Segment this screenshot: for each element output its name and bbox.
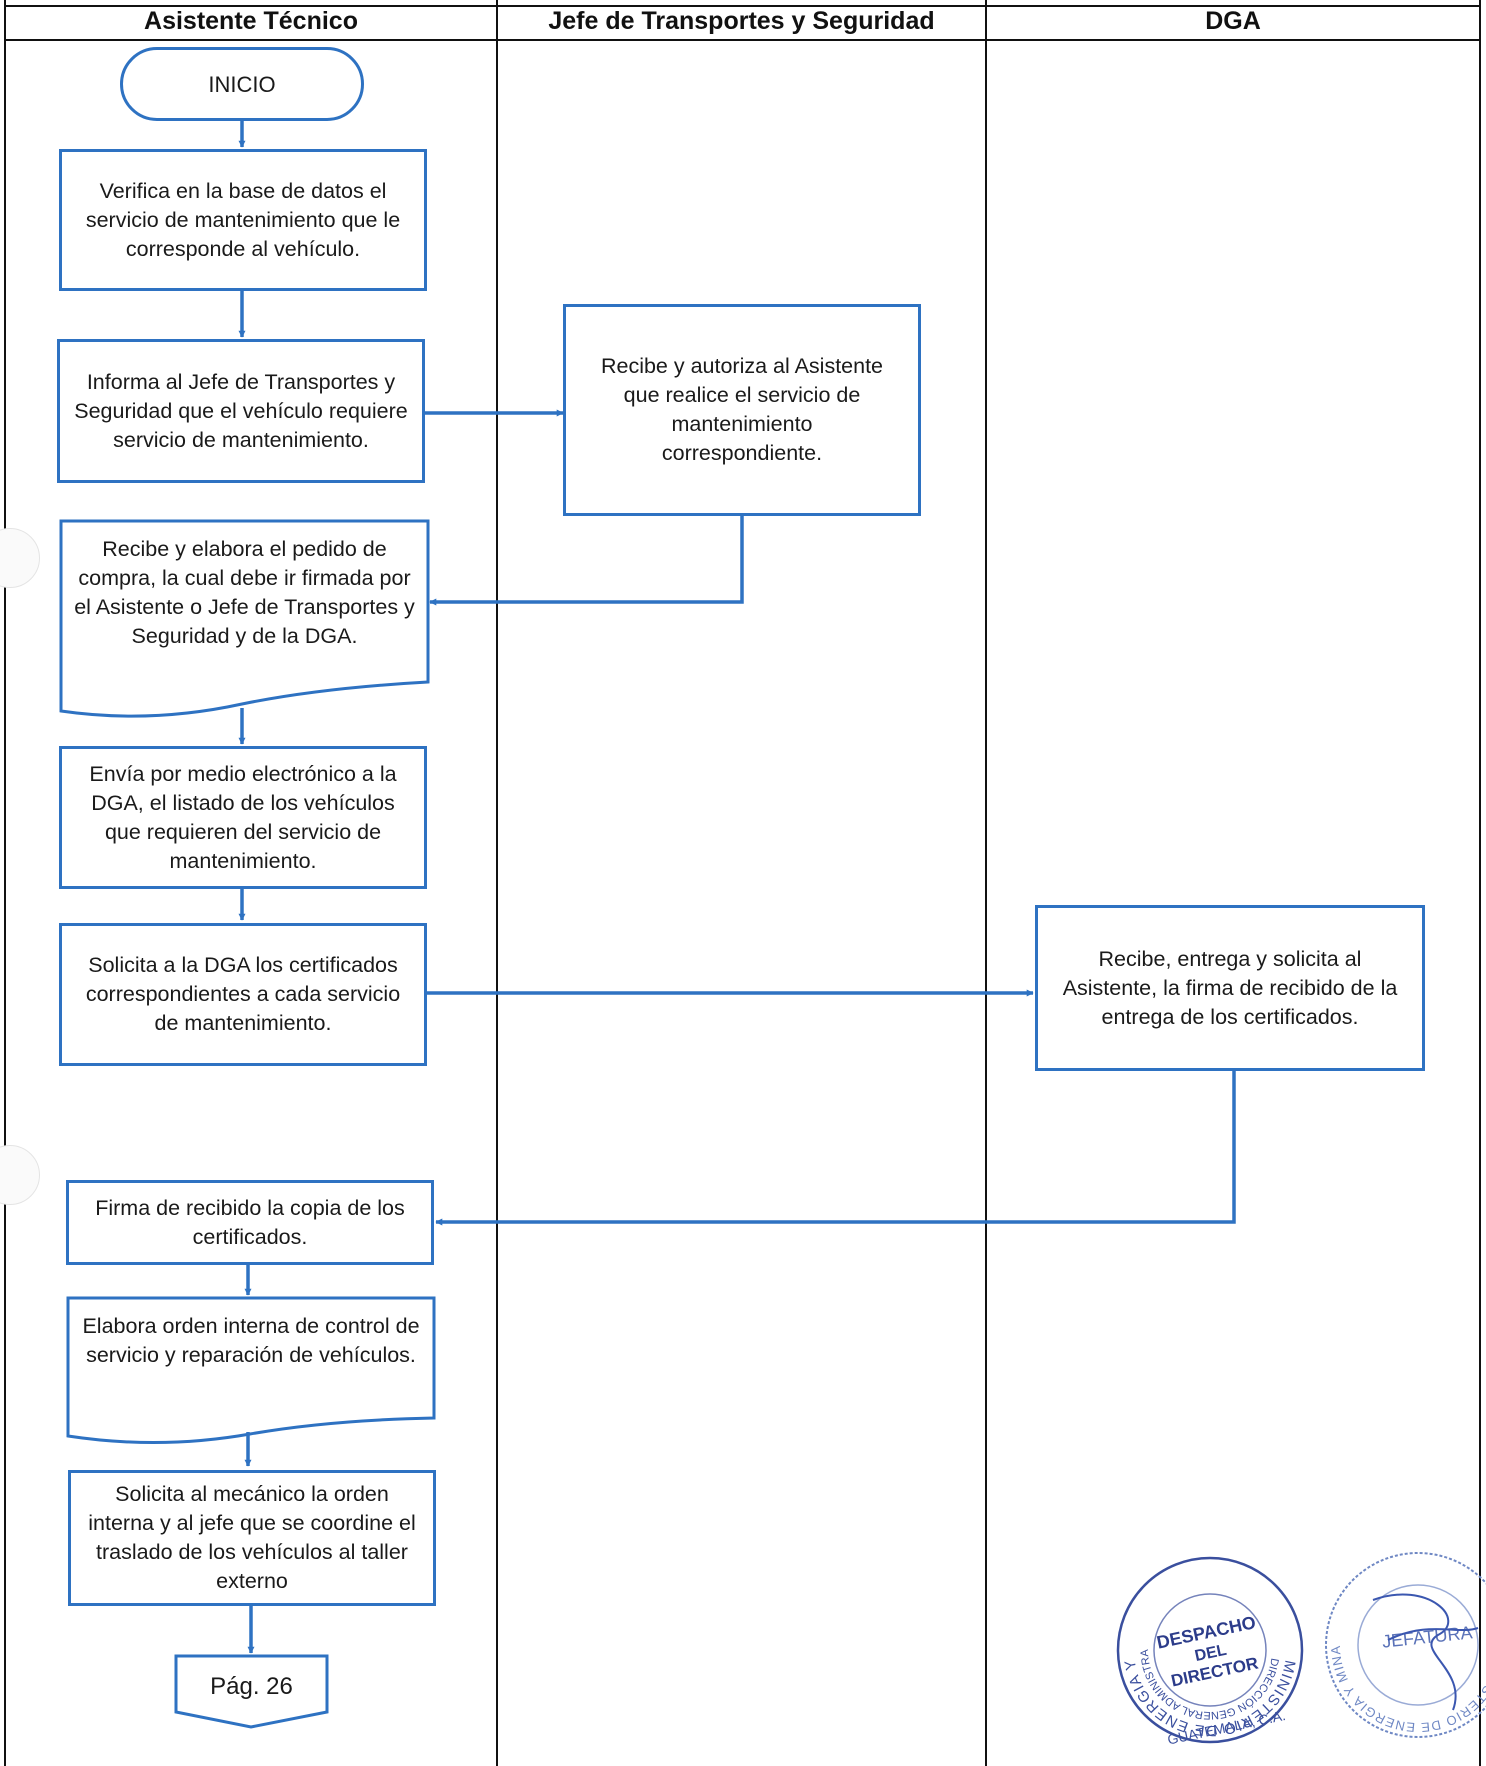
node-pedido: Recibe y elabora el pedido de compra, la… <box>61 521 428 671</box>
node-inicio-label: INICIO <box>208 71 276 97</box>
node-autoriza-text: Recibe y autoriza al Asistente que reali… <box>600 354 884 465</box>
svg-text:DEL: DEL <box>1193 1642 1228 1665</box>
arrow-entrega-firma <box>435 1070 1236 1226</box>
arrow-autoriza-pedido <box>429 515 744 606</box>
node-informa: Informa al Jefe de Transportes y Segurid… <box>57 339 425 483</box>
node-firma-text: Firma de recibido la copia de los certif… <box>95 1195 405 1249</box>
node-inicio: INICIO <box>120 47 364 121</box>
node-verifica: Verifica en la base de datos el servicio… <box>59 149 427 291</box>
lane-header-dga: DGA <box>1205 6 1261 35</box>
node-orden-text: Elabora orden interna de control de serv… <box>82 1314 420 1367</box>
shape-pag <box>174 1654 329 1729</box>
lane-header-jefe: Jefe de Transportes y Seguridad <box>548 6 935 35</box>
node-entrega-cert-text: Recibe, entrega y solicita al Asistente,… <box>1062 946 1398 1029</box>
node-orden: Elabora orden interna de control de serv… <box>68 1298 434 1422</box>
node-envia: Envía por medio electrónico a la DGA, el… <box>59 746 427 889</box>
node-mecanico-text: Solicita al mecánico la orden interna y … <box>88 1482 416 1593</box>
node-autoriza: Recibe y autoriza al Asistente que reali… <box>563 304 921 516</box>
lane-header-asistente: Asistente Técnico <box>144 6 358 35</box>
node-solicita-cert: Solicita a la DGA los certificados corre… <box>59 923 427 1066</box>
node-pedido-text: Recibe y elabora el pedido de compra, la… <box>74 537 415 648</box>
node-envia-text: Envía por medio electrónico a la DGA, el… <box>89 761 397 873</box>
node-entrega-cert: Recibe, entrega y solicita al Asistente,… <box>1035 905 1425 1071</box>
node-pag-26: Pág. 26 <box>176 1656 327 1726</box>
stamp-jefatura-transportes: MINISTERIO DE ENERGIA Y MINAS GUA JEFATU… <box>1318 1540 1486 1738</box>
node-verifica-text: Verifica en la base de datos el servicio… <box>85 178 401 261</box>
node-mecanico: Solicita al mecánico la orden interna y … <box>68 1470 436 1606</box>
node-pag-26-label: Pág. 26 <box>210 1673 293 1700</box>
stamp-despacho-director: MINISTERIO DE ENERGIA Y MINAS DIRECCIÓN … <box>1110 1550 1304 1748</box>
node-solicita-cert-text: Solicita a la DGA los certificados corre… <box>85 953 401 1035</box>
node-firma: Firma de recibido la copia de los certif… <box>66 1180 434 1265</box>
node-informa-text: Informa al Jefe de Transportes y Segurid… <box>74 369 408 452</box>
shape-pedido <box>59 519 430 718</box>
shape-orden <box>66 1296 436 1444</box>
